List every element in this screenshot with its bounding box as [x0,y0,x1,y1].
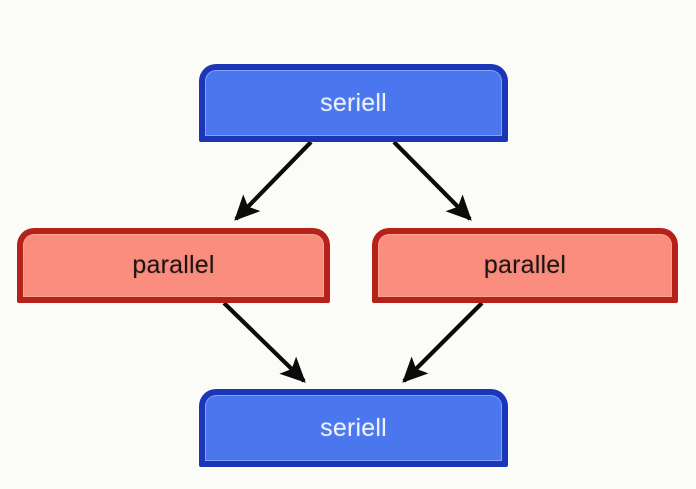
node-seriell-bottom[interactable]: seriell [199,389,508,467]
edge-top-to-right [392,140,472,221]
node-parallel-right[interactable]: parallel [372,228,678,303]
node-parallel-left[interactable]: parallel [17,228,330,303]
node-parallel-left-label: parallel [132,251,215,279]
node-seriell-bottom-label: seriell [320,413,387,442]
node-seriell-top-label: seriell [320,88,387,117]
node-parallel-right-label: parallel [483,251,567,279]
edge-left-to-bottom [222,301,306,383]
edge-right-to-bottom [402,301,484,383]
edge-top-to-left [234,140,313,221]
node-seriell-top[interactable]: seriell [199,64,508,142]
